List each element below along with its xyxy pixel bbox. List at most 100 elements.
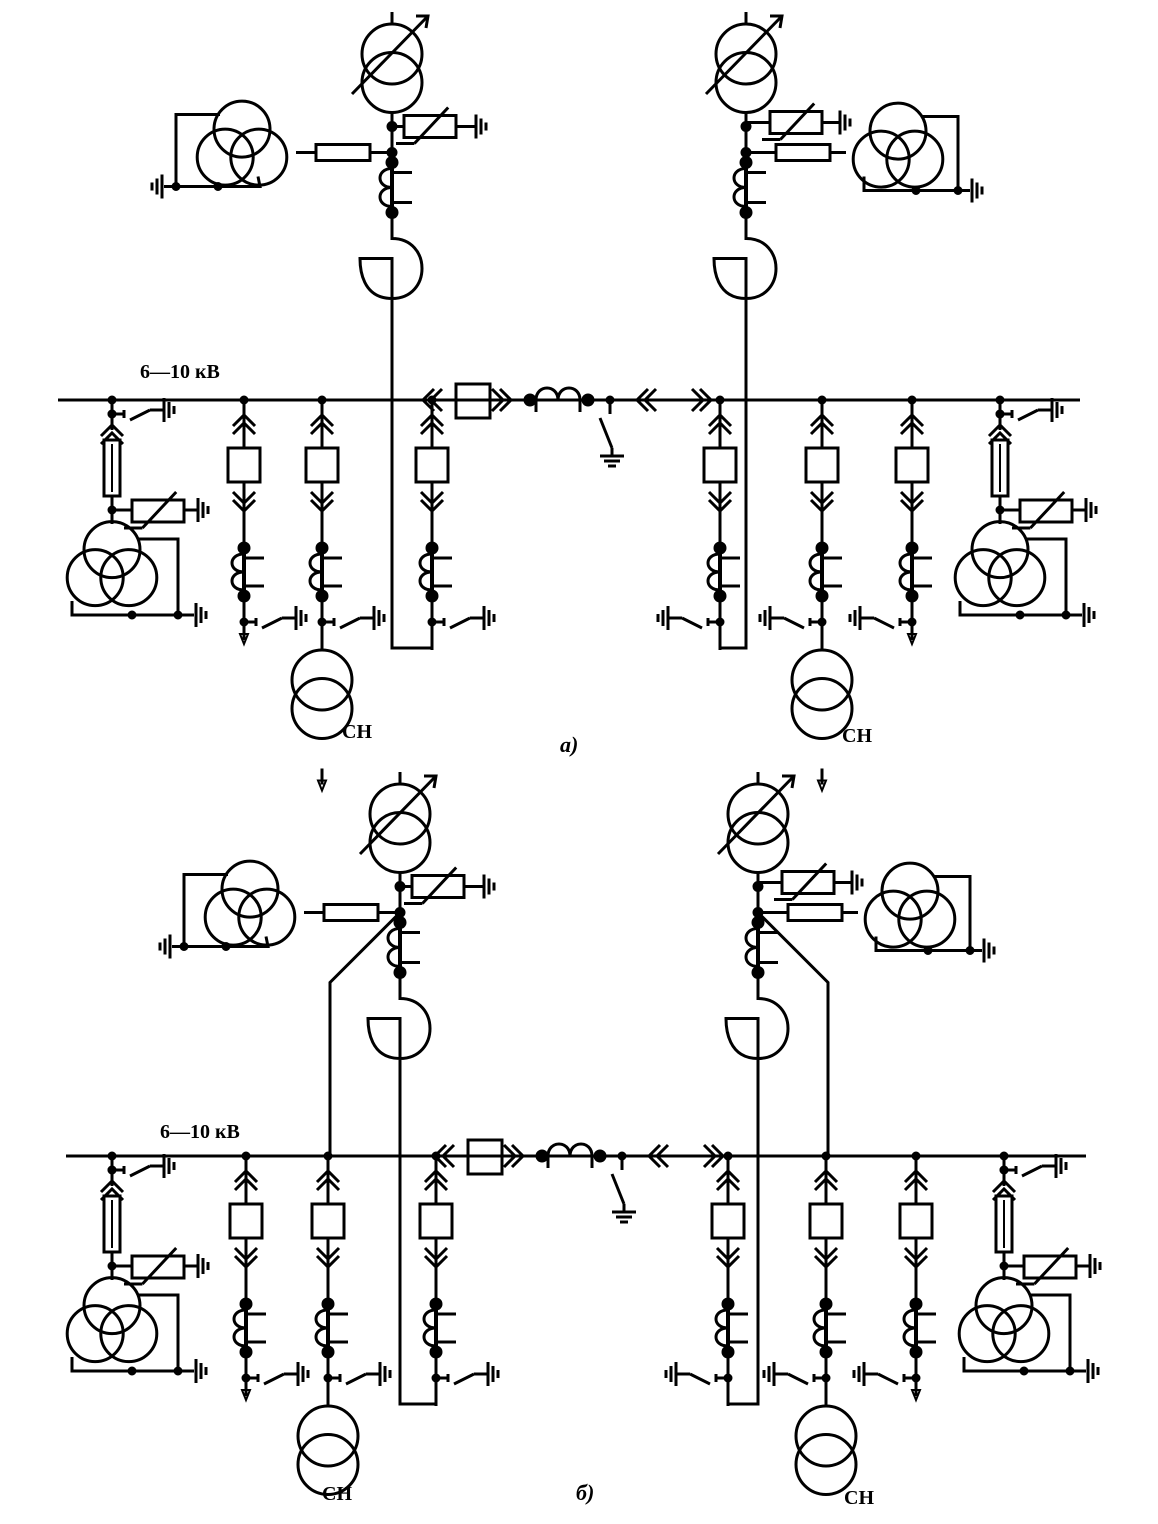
chevron	[715, 1176, 741, 1192]
fuse-icon	[322, 903, 380, 922]
ground-icon	[762, 1362, 776, 1386]
chevron	[231, 412, 257, 428]
three-winding-transformer-icon	[195, 99, 289, 187]
switch-blade	[783, 616, 805, 630]
ground-icon	[474, 114, 488, 139]
ground-icon	[378, 1362, 392, 1386]
incomer-loop-wire	[390, 400, 434, 650]
withdrawable-contact-icon	[490, 387, 514, 413]
chevron	[419, 412, 445, 428]
circuit-breaker-icon	[310, 1202, 346, 1240]
ct-winding	[714, 1308, 729, 1348]
winding-circle	[970, 520, 1030, 580]
chevron	[899, 420, 925, 436]
chevron	[498, 387, 514, 413]
ground-icon	[372, 606, 386, 630]
junction-dot	[127, 1366, 137, 1376]
winding-circle	[714, 22, 778, 86]
withdrawable-contact-icon	[715, 1246, 741, 1270]
arrester-slash	[791, 862, 828, 901]
junction-dot	[213, 182, 223, 191]
arrow-head	[416, 14, 430, 29]
neutral-wire	[1026, 537, 1068, 615]
ground-icon	[482, 874, 496, 899]
earthing-switch-icon	[427, 606, 496, 630]
current-transformer-icon	[378, 156, 412, 219]
sectional-reactor-icon	[546, 1142, 594, 1168]
circuit-breaker-icon	[710, 1202, 746, 1240]
chevron	[707, 412, 733, 428]
earthing-switch-icon	[107, 398, 176, 422]
chevron	[903, 1176, 929, 1192]
chevron	[813, 1246, 839, 1262]
earthing-switch-icon	[241, 1362, 310, 1386]
junction-dot	[221, 942, 231, 951]
chevron	[903, 1254, 929, 1270]
switch-blade	[689, 1372, 711, 1386]
junction-dot	[179, 942, 189, 951]
junction-dot	[923, 946, 933, 955]
feeder-feeder	[226, 395, 308, 647]
winding-circle	[957, 1304, 1017, 1364]
right-supply-transformer-group	[704, 12, 984, 650]
arrester-slash	[779, 102, 816, 141]
ct-winding	[308, 552, 323, 592]
winding-circle	[368, 782, 432, 846]
bus-voltage-label-b: 6—10 кВ	[160, 1121, 240, 1143]
chevron	[710, 1143, 726, 1169]
aux-transformer-icon	[794, 1404, 858, 1496]
ground-icon	[1086, 1359, 1100, 1383]
switch-blade	[1021, 1164, 1043, 1178]
surge-arrester-icon	[1016, 1246, 1078, 1286]
surge-arrester-icon	[762, 102, 824, 141]
earthing-switch-icon	[107, 1154, 176, 1178]
feeder-incomer	[664, 1151, 748, 1406]
chevron	[233, 1168, 259, 1184]
circuit-breaker-icon	[226, 446, 262, 484]
winding-circle	[851, 129, 911, 189]
chevron	[309, 412, 335, 428]
regulation-arrow	[716, 774, 796, 856]
ground-icon	[194, 603, 208, 627]
current-transformer-icon	[714, 1297, 748, 1359]
incomer-loop-wire	[398, 1156, 438, 1406]
chevron	[903, 1246, 929, 1262]
junction-dot	[1065, 1366, 1075, 1376]
switch-blade	[449, 616, 471, 630]
feeder-incomer	[414, 395, 496, 650]
feeder-vt	[957, 1151, 1102, 1383]
chevron	[987, 422, 1013, 438]
arrester-slash	[141, 490, 178, 530]
supply-transformer-icon	[726, 782, 790, 874]
three-winding-transformer-icon	[863, 861, 957, 949]
ct-winding	[898, 552, 913, 592]
winding-circle	[974, 1276, 1034, 1336]
neutral-wire	[164, 113, 220, 188]
load-arrow-icon	[316, 779, 328, 794]
aux-label-a-right: СН	[842, 725, 872, 747]
feeder-vt	[65, 395, 210, 627]
regulation-arrow	[704, 14, 784, 96]
arrow-head	[770, 14, 784, 29]
winding-circle	[65, 1304, 125, 1364]
chevron	[315, 1168, 341, 1184]
winding-circle	[82, 1276, 142, 1336]
surge-arrester-icon	[396, 106, 458, 145]
junction-dot	[127, 610, 137, 620]
earth-icon	[612, 1210, 636, 1224]
circuit-breaker-icon	[414, 446, 450, 484]
surge-arrester-icon	[404, 866, 466, 905]
current-transformer-icon	[732, 156, 766, 219]
current-transformer-icon	[422, 1297, 456, 1359]
three-winding-transformer-icon	[65, 1276, 159, 1364]
reactor-winding	[358, 218, 424, 400]
winding-circle	[220, 859, 280, 919]
neutral-wire	[962, 1357, 1086, 1373]
three-winding-transformer-icon	[65, 520, 159, 608]
winding-circle	[82, 520, 142, 580]
arrester-slash	[413, 106, 450, 145]
chevron	[419, 420, 445, 436]
junction-dot	[1015, 610, 1025, 620]
winding-circle	[99, 1304, 159, 1364]
chevron	[715, 1168, 741, 1184]
